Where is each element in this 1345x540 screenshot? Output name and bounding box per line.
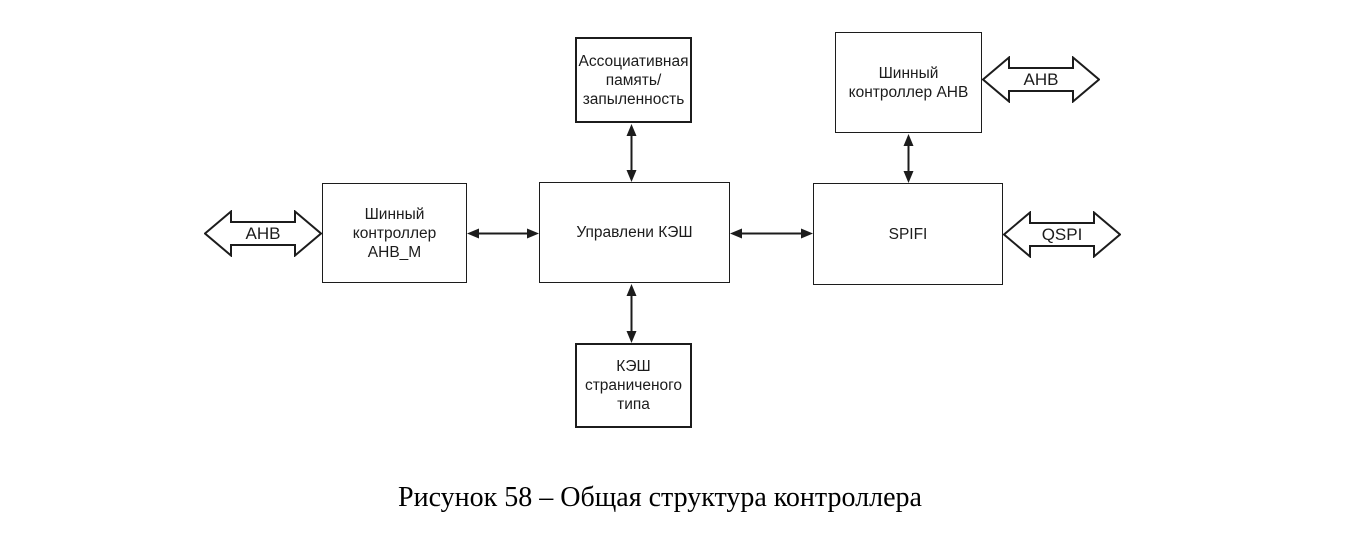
ahb-right-bus-label: AHB: [1023, 69, 1059, 89]
qspi-bus-double-arrow-icon: QSPI: [1003, 211, 1121, 258]
block-associative-memory-label: Ассоциативная память/ запыленность: [578, 52, 689, 108]
block-ahb-bus-controller-label: Шинный контроллер AHB: [848, 64, 969, 101]
ahb-left-bus-double-arrow-icon: AHB: [204, 210, 322, 257]
qspi-bus-label: QSPI: [1041, 224, 1083, 244]
block-spifi-label: SPIFI: [888, 225, 928, 243]
ahb-right-bus-double-arrow-icon: AHB: [982, 56, 1100, 103]
block-page-cache: КЭШ страниченого типа: [575, 343, 692, 428]
connector-ahbcontroller-to-spifi-double-arrow-icon: [901, 134, 916, 183]
connector-cachecontrol-to-spifi-double-arrow-icon: [730, 226, 813, 241]
figure-caption-row: Рисунок 58 – Общая структура контроллера: [0, 482, 1320, 514]
block-cache-control: Управлени КЭШ: [539, 182, 730, 283]
ahb-left-bus-label: AHB: [245, 223, 281, 243]
connector-ahbm-to-cachecontrol-double-arrow-icon: [467, 226, 539, 241]
block-ahb-m-bus-controller-label: Шинный контроллер AHB_M: [352, 205, 437, 261]
block-spifi: SPIFI: [813, 183, 1003, 285]
block-associative-memory: Ассоциативная память/ запыленность: [575, 37, 692, 123]
block-ahb-bus-controller: Шинный контроллер AHB: [835, 32, 982, 133]
block-ahb-m-bus-controller: Шинный контроллер AHB_M: [322, 183, 467, 283]
block-page-cache-label: КЭШ страниченого типа: [584, 358, 683, 413]
connector-cachecontrol-to-pagecache-double-arrow-icon: [624, 284, 639, 343]
block-cache-control-label: Управлени КЭШ: [576, 224, 693, 241]
connector-assocmemory-to-cachecontrol-double-arrow-icon: [624, 124, 639, 182]
figure-caption: Рисунок 58 – Общая структура контроллера: [398, 482, 922, 513]
